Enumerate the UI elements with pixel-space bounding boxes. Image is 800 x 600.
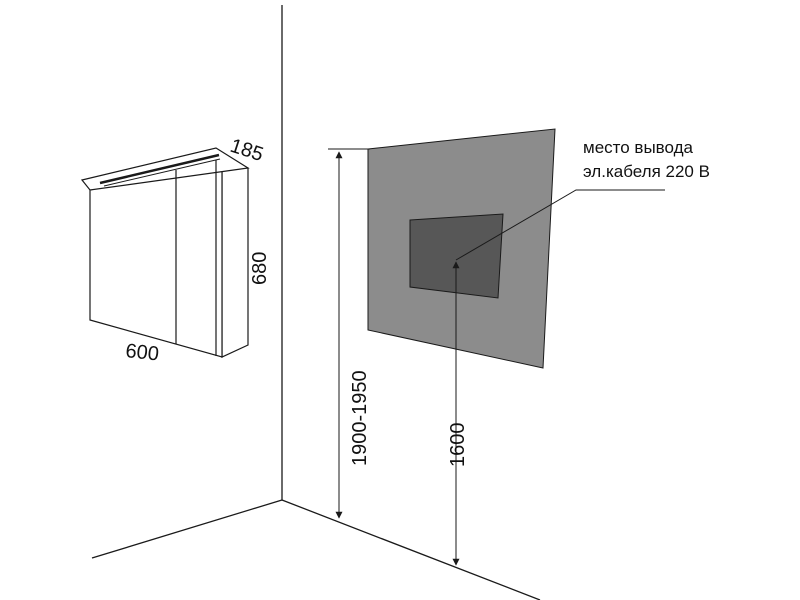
outlet-box	[409, 213, 504, 299]
cabinet-width-label: 600	[124, 340, 159, 365]
outlet-height-label: 1600	[447, 423, 469, 468]
cabinet-right-side	[221, 157, 249, 358]
light-strip	[99, 153, 220, 185]
room-corner	[91, 5, 541, 600]
cabinet-height-label: 680	[249, 252, 271, 285]
floor-right-edge	[281, 499, 541, 600]
callout-line-2: эл.кабеля 220 В	[583, 162, 710, 181]
callout-leader	[455, 189, 665, 261]
cabinet-front	[89, 157, 223, 358]
callout-line-1: место вывода	[583, 138, 694, 157]
light-strip-inner	[103, 158, 221, 187]
floor-left-edge	[91, 499, 283, 559]
mirror-cabinet	[80, 147, 250, 358]
mount-height-label: 1900-1950	[349, 370, 371, 466]
